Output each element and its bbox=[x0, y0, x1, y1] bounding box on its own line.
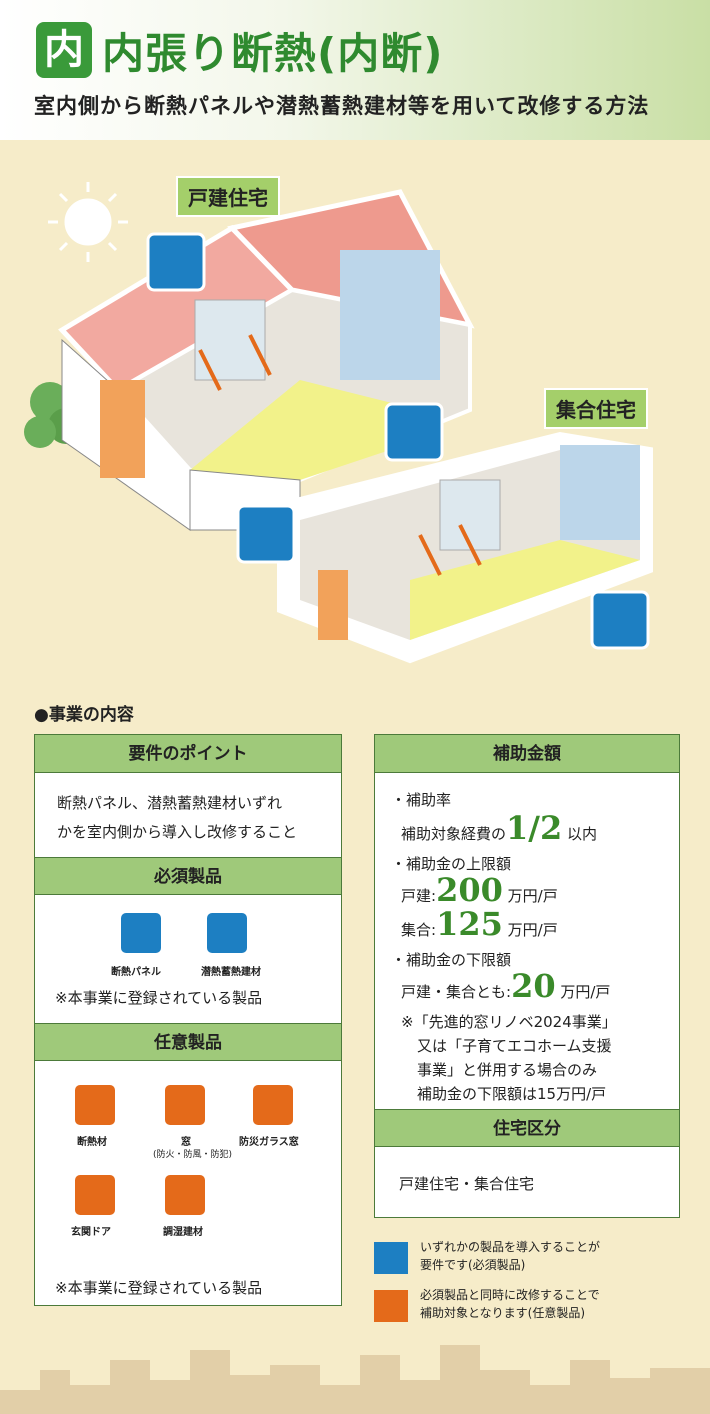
requirements-panel: 要件のポイント 断熱パネル、潜熱蓄熱建材いずれ かを室内側から導入し改修すること… bbox=[34, 734, 342, 1306]
page-subtitle: 室内側から断熱パネルや潜熱蓄熱建材等を用いて改修する方法 bbox=[34, 94, 650, 118]
window-icon bbox=[165, 1085, 205, 1125]
humidity-control-material-icon bbox=[165, 1175, 205, 1215]
insulation-material-icon bbox=[75, 1085, 115, 1125]
subsidy-rate: 1/2 bbox=[506, 809, 563, 847]
optional-products-heading: 任意製品 bbox=[35, 1023, 341, 1061]
house-illustration bbox=[24, 182, 653, 664]
legend-blue-swatch bbox=[374, 1242, 408, 1274]
housing-value: 戸建住宅・集合住宅 bbox=[399, 1175, 535, 1193]
subsidy-panel: 補助金額 ・補助率 補助対象経費の1/2 以内 ・補助金の上限額 戸建:200 … bbox=[374, 734, 680, 1218]
lower-limit: 20 bbox=[511, 967, 556, 1005]
city-skyline bbox=[0, 1345, 710, 1414]
legend-orange-text: 必須製品と同時に改修することで 補助対象となります(任意製品) bbox=[420, 1288, 600, 1320]
sun-icon bbox=[48, 182, 128, 262]
optional-note: ※本事業に登録されている製品 bbox=[55, 1279, 263, 1297]
detached-house bbox=[58, 189, 475, 531]
insulation-panel-icon bbox=[236, 504, 296, 564]
legend-orange-swatch bbox=[374, 1290, 408, 1322]
upper-limit-house: 200 bbox=[436, 871, 503, 909]
category-badge: 内 bbox=[36, 22, 92, 78]
header-banner: 内 内張り断熱(内断) 室内側から断熱パネルや潜熱蓄熱建材等を用いて改修する方法 bbox=[0, 0, 710, 140]
product-label: 潜熱蓄熱建材 bbox=[201, 967, 261, 978]
product-label: 断熱パネル bbox=[111, 967, 161, 978]
apartment-label: 集合住宅 bbox=[544, 388, 648, 429]
subsidy-details: ・補助率 補助対象経費の1/2 以内 ・補助金の上限額 戸建:200 万円/戸 … bbox=[391, 791, 617, 1103]
latent-heat-storage-icon bbox=[207, 913, 247, 953]
required-products: 断熱パネル 潜熱蓄熱建材 ※本事業に登録されている製品 bbox=[35, 895, 341, 1023]
required-note: ※本事業に登録されている製品 bbox=[55, 989, 263, 1007]
latent-heat-storage-icon bbox=[384, 402, 444, 462]
insulation-panel-icon bbox=[146, 232, 206, 292]
upper-limit-apartment: 125 bbox=[436, 905, 503, 943]
legend-blue-text: いずれかの製品を導入することが 要件です(必須製品) bbox=[420, 1240, 601, 1272]
requirements-heading: 要件のポイント bbox=[35, 735, 341, 773]
requirements-text: 断熱パネル、潜熱蓄熱建材いずれ かを室内側から導入し改修すること bbox=[57, 794, 298, 841]
required-products-heading: 必須製品 bbox=[35, 857, 341, 895]
page-title: 内張り断熱(内断) bbox=[102, 29, 444, 78]
section-title: ●事業の内容 bbox=[34, 705, 134, 725]
subsidy-heading: 補助金額 bbox=[375, 735, 679, 773]
optional-products: 断熱材 窓 (防火・防風・防犯) 防災ガラス窓 玄関ドア 調湿建材 ※本事業に登… bbox=[35, 1061, 341, 1345]
latent-heat-storage-icon bbox=[590, 590, 650, 650]
disaster-glass-window-icon bbox=[253, 1085, 293, 1125]
entrance-door-icon bbox=[75, 1175, 115, 1215]
sunlight-arrows bbox=[198, 334, 482, 576]
housing-heading: 住宅区分 bbox=[375, 1109, 679, 1147]
insulation-panel-icon bbox=[121, 913, 161, 953]
house-label: 戸建住宅 bbox=[176, 176, 280, 217]
